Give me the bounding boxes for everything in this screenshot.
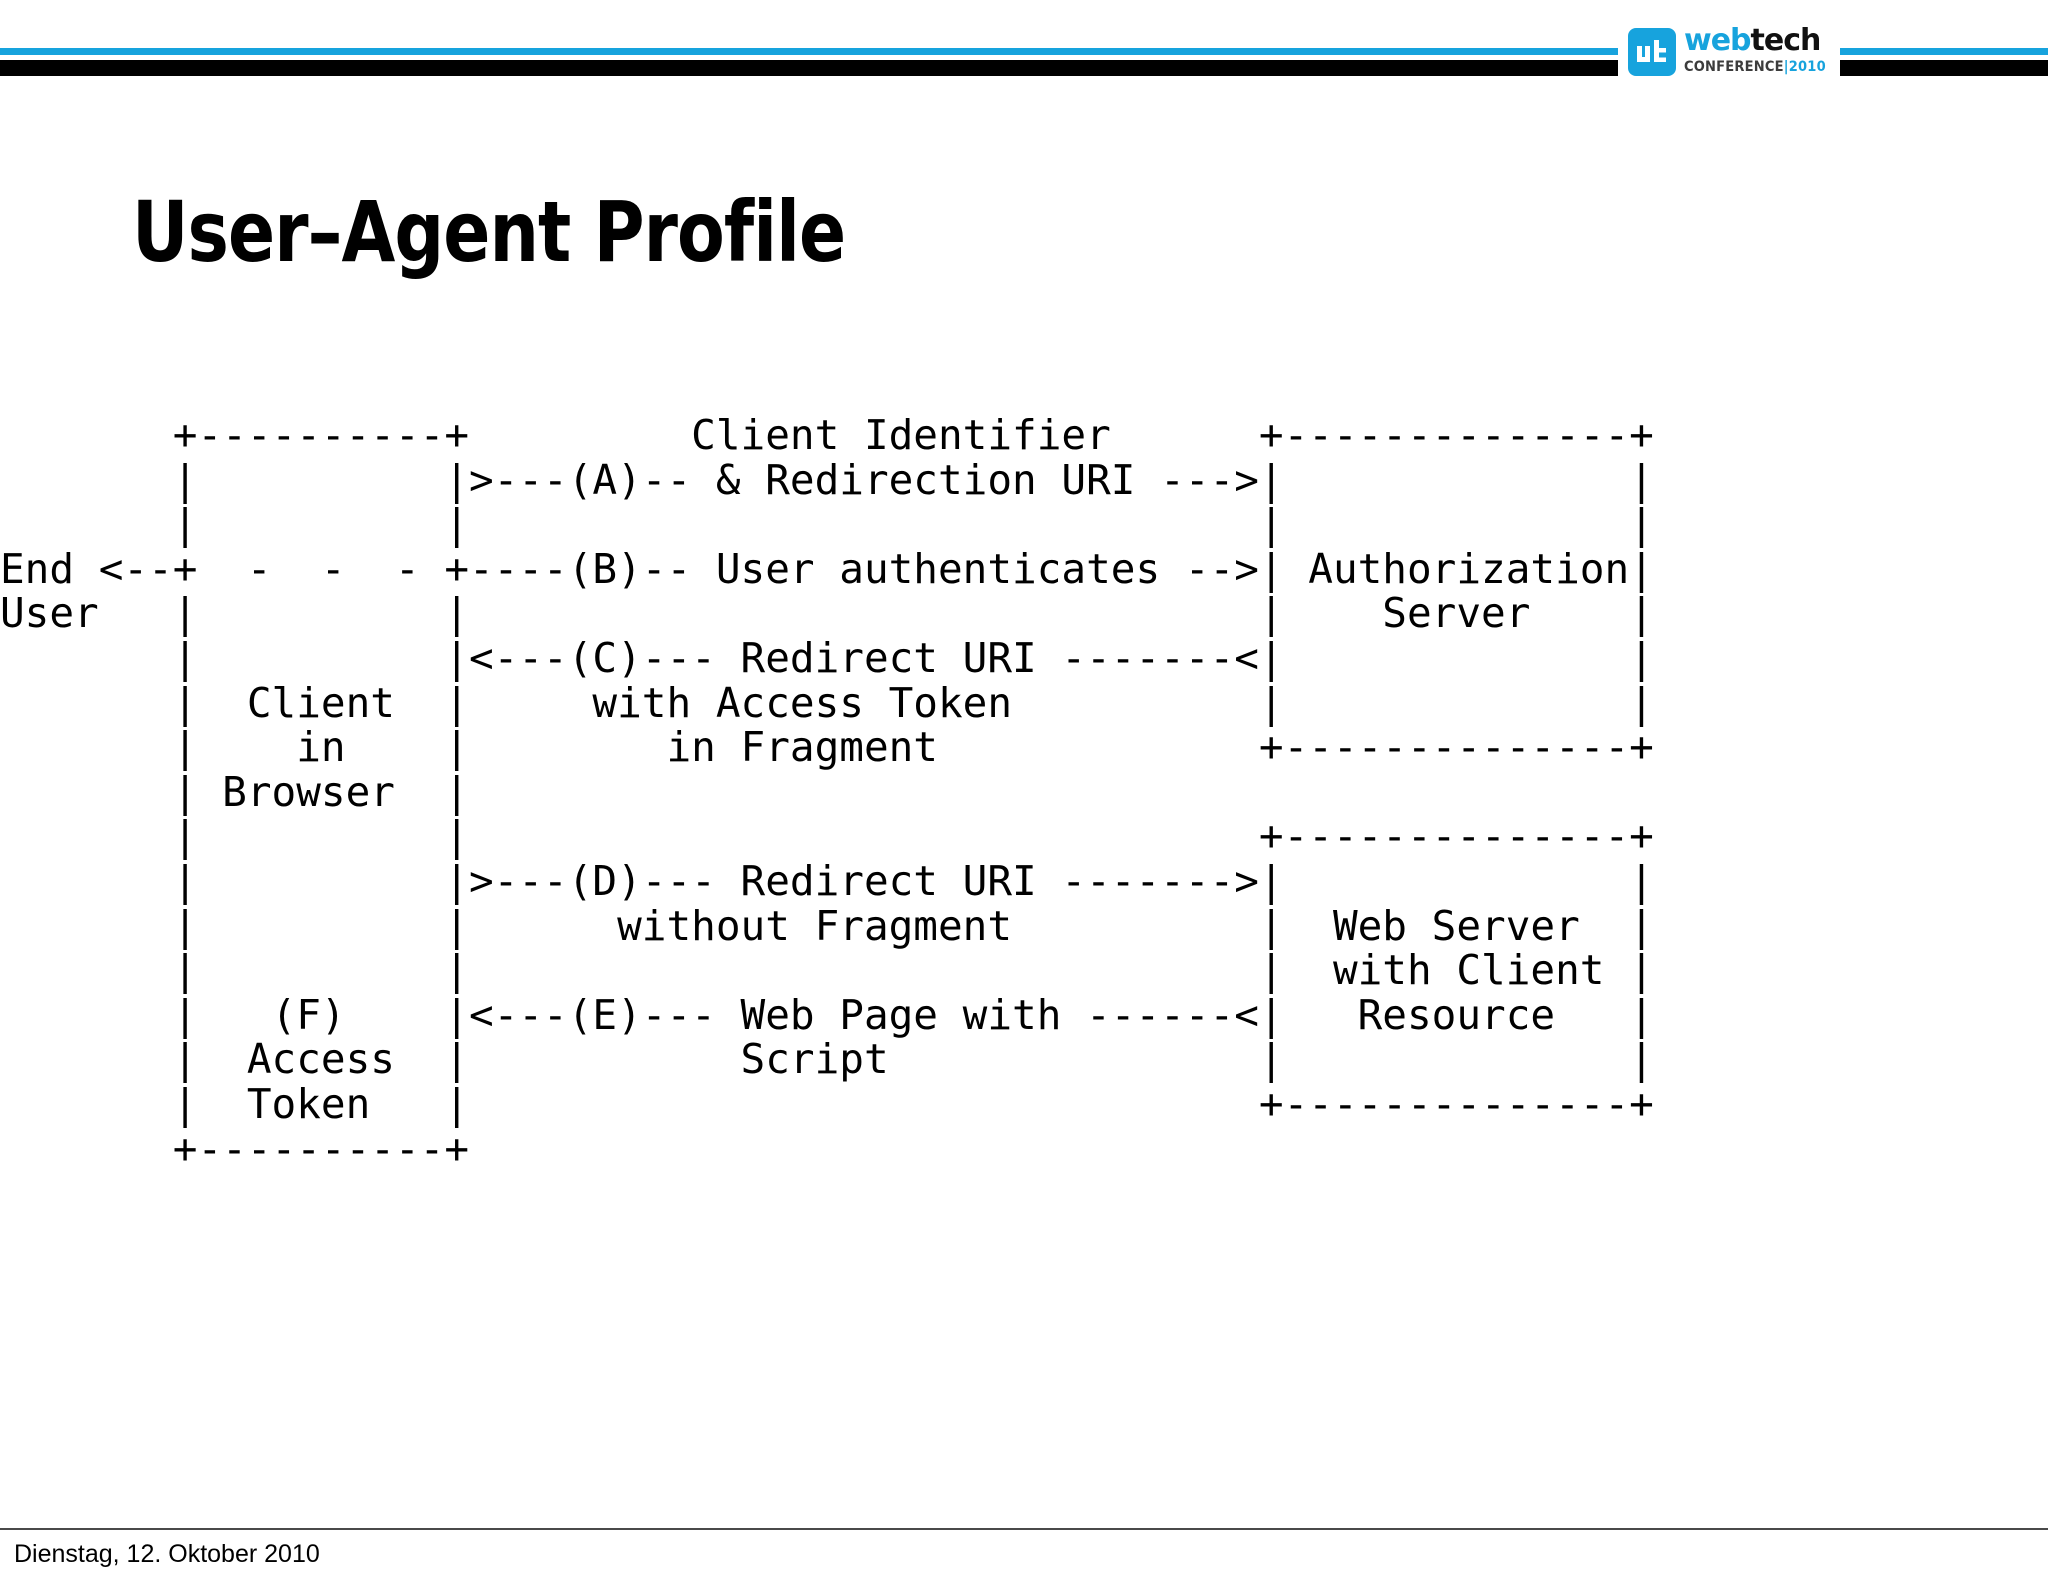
header-blue-bar-left — [0, 48, 1618, 55]
ascii-line: | | +--------------+ — [0, 812, 1654, 861]
logo-word-web: web — [1684, 23, 1752, 58]
logo-subline-conference: CONFERENCE — [1684, 59, 1784, 75]
ascii-line: | | | with Client | — [0, 946, 1654, 995]
ascii-line: | Access | Script | | — [0, 1035, 1654, 1084]
header-black-bar-left — [0, 60, 1618, 76]
footer-divider — [0, 1528, 2048, 1530]
ascii-line: | | without Fragment | Web Server | — [0, 901, 1654, 950]
ascii-line: +----------+ Client Identifier +--------… — [0, 411, 1654, 459]
ascii-line: | Token | +--------------+ — [0, 1079, 1654, 1128]
logo-subline-year: 2010 — [1788, 59, 1826, 75]
ascii-line: | in | in Fragment +--------------+ — [0, 723, 1654, 772]
ascii-line: | Client | with Access Token | | — [0, 678, 1654, 727]
header-decoration — [0, 0, 2048, 110]
ascii-line: | |<---(C)--- Redirect URI -------<| | — [0, 633, 1654, 682]
user-agent-profile-ascii-diagram: +----------+ Client Identifier +--------… — [0, 413, 2048, 1171]
header-blue-bar-right — [1840, 48, 2048, 55]
ascii-line: | |>---(D)--- Redirect URI ------->| | — [0, 856, 1654, 905]
logo-wordmark: webtech — [1684, 24, 1840, 58]
page-title: User–Agent Profile — [132, 183, 846, 282]
logo-subline-pipe: | — [1783, 59, 1789, 75]
ascii-line: End <--+ - - - +----(B)-- User authentic… — [0, 544, 1654, 593]
ascii-line: | |>---(A)-- & Redirection URI --->| | — [0, 455, 1654, 504]
ascii-line: | Browser | — [0, 767, 469, 816]
ascii-line: User | | | Server | — [0, 589, 1654, 638]
webtech-conference-logo: webtech CONFERENCE|2010 — [1628, 24, 1840, 80]
ascii-line: | | | | — [0, 500, 1654, 549]
header-black-bar-right — [1840, 60, 2048, 76]
ascii-line: | (F) |<---(E)--- Web Page with ------<|… — [0, 990, 1654, 1039]
logo-subline: CONFERENCE|2010 — [1684, 58, 1844, 76]
webtech-logo-icon — [1628, 28, 1676, 76]
webtech-mark-glyph — [1637, 40, 1666, 62]
footer-date: Dienstag, 12. Oktober 2010 — [14, 1540, 320, 1568]
ascii-line: +----------+ — [0, 1124, 469, 1173]
logo-word-tech: tech — [1750, 23, 1822, 58]
